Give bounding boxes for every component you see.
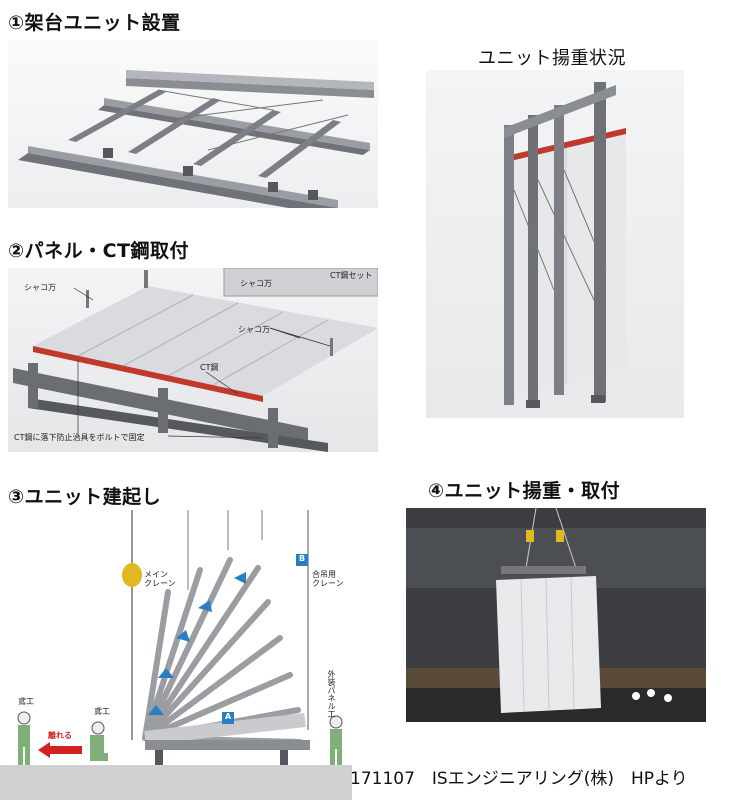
label-worker-right: 外装パネル工 — [327, 670, 336, 718]
section4-title: ④ユニット揚重・取付 — [428, 480, 621, 502]
label-shackle-inset: シャコ万 — [240, 279, 272, 288]
label-ct-steel: CT鋼 — [200, 363, 219, 372]
marker-b-label: B — [299, 554, 306, 563]
section1-title: ①架台ユニット設置 — [8, 12, 181, 34]
footer-credit: 171107 ISエンジニアリング(株) HPより — [350, 769, 688, 789]
label-worker-left: 鳶工 — [18, 697, 34, 706]
unit-install-photo — [406, 508, 706, 722]
unit-lift-image — [426, 70, 684, 418]
label-bolt-note: CT鋼に落下防止治具をボルトで固定 — [14, 433, 145, 442]
marker-a-label: A — [225, 712, 232, 721]
unit-erection-diagram: メイン クレーン 合吊用 クレーン 鳶工 鳶工 外装パネル工 離れる A B — [0, 510, 352, 800]
panel-ct-image: シャコ万 シャコ万 CT鋼セット シャコ万 CT鋼 CT鋼に落下防止治具をボルト… — [8, 268, 378, 452]
label-shackle-right: シャコ万 — [238, 325, 270, 334]
frame-unit-image — [8, 40, 378, 208]
label-move-away: 離れる — [48, 731, 72, 740]
lift-status-title: ユニット揚重状況 — [478, 48, 626, 69]
label-assist-crane: 合吊用 クレーン — [312, 570, 344, 588]
label-ct-set: CT鋼セット — [330, 271, 373, 280]
label-main-crane: メイン クレーン — [144, 570, 176, 588]
section3-title: ③ユニット建起し — [8, 486, 162, 508]
label-shackle-left: シャコ万 — [24, 283, 56, 292]
section2-title: ②パネル・CT鋼取付 — [8, 240, 189, 262]
label-worker-mid: 鳶工 — [94, 707, 110, 716]
